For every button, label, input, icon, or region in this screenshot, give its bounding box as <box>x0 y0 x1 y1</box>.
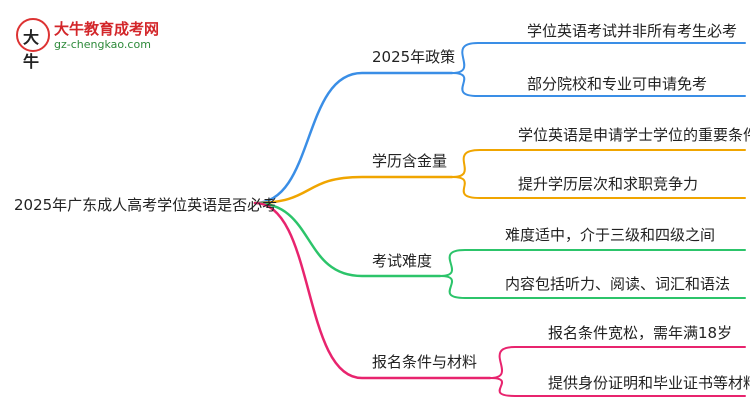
leaf-connector <box>451 42 746 74</box>
edges <box>253 42 746 397</box>
leaf-policy-1: 学位英语考试并非所有考生必考 <box>527 22 738 40</box>
leaf-connector <box>489 377 746 397</box>
logo-mark-icon: 大牛 <box>16 18 50 71</box>
logo-url: gz-chengkao.com <box>54 38 151 51</box>
logo-title: 大牛教育成考网 <box>54 20 160 38</box>
leaf-connector <box>451 176 746 199</box>
leaf-difficulty-2: 内容包括听力、阅读、词汇和语法 <box>505 275 731 293</box>
branch-connector <box>253 201 442 278</box>
leaf-connector <box>451 72 746 97</box>
leaf-value-2: 提升学历层次和求职竞争力 <box>518 175 699 193</box>
branch-label-registration: 报名条件与材料 <box>372 353 478 371</box>
branch-label-policy: 2025年政策 <box>372 48 456 66</box>
site-logo[interactable]: 大牛 大牛教育成考网 gz-chengkao.com <box>10 14 170 71</box>
leaf-connector <box>489 346 746 379</box>
branch-connector <box>253 175 454 205</box>
branch-connector <box>253 71 454 205</box>
leaf-policy-2: 部分院校和专业可申请免考 <box>527 75 708 93</box>
leaf-connector <box>451 149 746 178</box>
leaf-difficulty-1: 难度适中，介于三级和四级之间 <box>505 226 716 244</box>
branch-label-difficulty: 考试难度 <box>372 252 433 270</box>
leaf-registration-2: 提供身份证明和毕业证书等材料 <box>548 374 750 392</box>
leaf-registration-1: 报名条件宽松，需年满18岁 <box>548 324 733 342</box>
branch-connector <box>253 201 492 380</box>
leaf-connector <box>439 275 746 299</box>
root-topic: 2025年广东成人高考学位英语是否必考 <box>14 196 278 214</box>
branch-label-value: 学历含金量 <box>372 152 448 170</box>
leaf-connector <box>439 249 746 277</box>
leaf-value-1: 学位英语是申请学士学位的重要条件 <box>518 126 750 144</box>
